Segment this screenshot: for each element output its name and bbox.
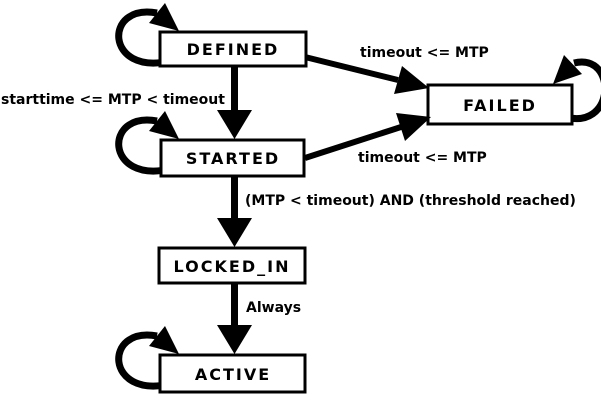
state-box xyxy=(157,246,307,285)
transition-label-defined-failed: timeout <= MTP xyxy=(360,45,489,61)
self-loop-arc xyxy=(115,331,171,390)
self-loop-arrowhead-started xyxy=(149,111,179,139)
self-loop-started xyxy=(115,116,171,175)
arrowhead-started-failed xyxy=(396,113,431,141)
self-loop-arc xyxy=(115,116,171,175)
arrowhead-defined-started xyxy=(217,110,252,139)
transition-label-defined-started: starttime <= MTP < timeout xyxy=(1,92,225,108)
arrowhead-started-lockedin xyxy=(217,218,252,247)
state-label: ACTIVE xyxy=(195,365,271,384)
arrowhead-lockedin-active xyxy=(217,325,252,354)
state-label: DEFINED xyxy=(187,40,280,59)
state-started: STARTED xyxy=(159,138,306,178)
transition-label-lockedin-active: Always xyxy=(246,300,301,316)
transition-label-started-lockedin: (MTP < timeout) AND (threshold reached) xyxy=(245,193,576,209)
state-label: STARTED xyxy=(186,149,280,168)
self-loop-arc xyxy=(560,58,601,122)
transition-label-started-failed: timeout <= MTP xyxy=(358,150,487,166)
self-loop-failed xyxy=(560,58,601,122)
self-loop-active xyxy=(115,331,171,390)
self-loop-arrowhead-active xyxy=(149,326,179,354)
state-box xyxy=(158,353,307,394)
self-loop-arrowhead-failed xyxy=(553,55,582,84)
state-active: ACTIVE xyxy=(158,353,307,394)
self-loop-arrowhead-defined xyxy=(149,3,179,31)
self-loop-arc xyxy=(115,8,171,67)
state-box xyxy=(158,30,308,68)
state-locked-in: LOCKED_IN xyxy=(157,246,307,285)
state-box xyxy=(159,138,306,178)
state-box xyxy=(426,83,574,126)
self-loop-defined xyxy=(115,8,171,67)
state-defined: DEFINED xyxy=(158,30,308,68)
arrowhead-defined-failed xyxy=(394,66,429,94)
state-label: LOCKED_IN xyxy=(174,257,291,276)
state-failed: FAILED xyxy=(426,83,574,126)
state-label: FAILED xyxy=(463,96,537,115)
transition-line-started-failed xyxy=(304,124,402,161)
transition-line-defined-failed xyxy=(304,54,399,83)
